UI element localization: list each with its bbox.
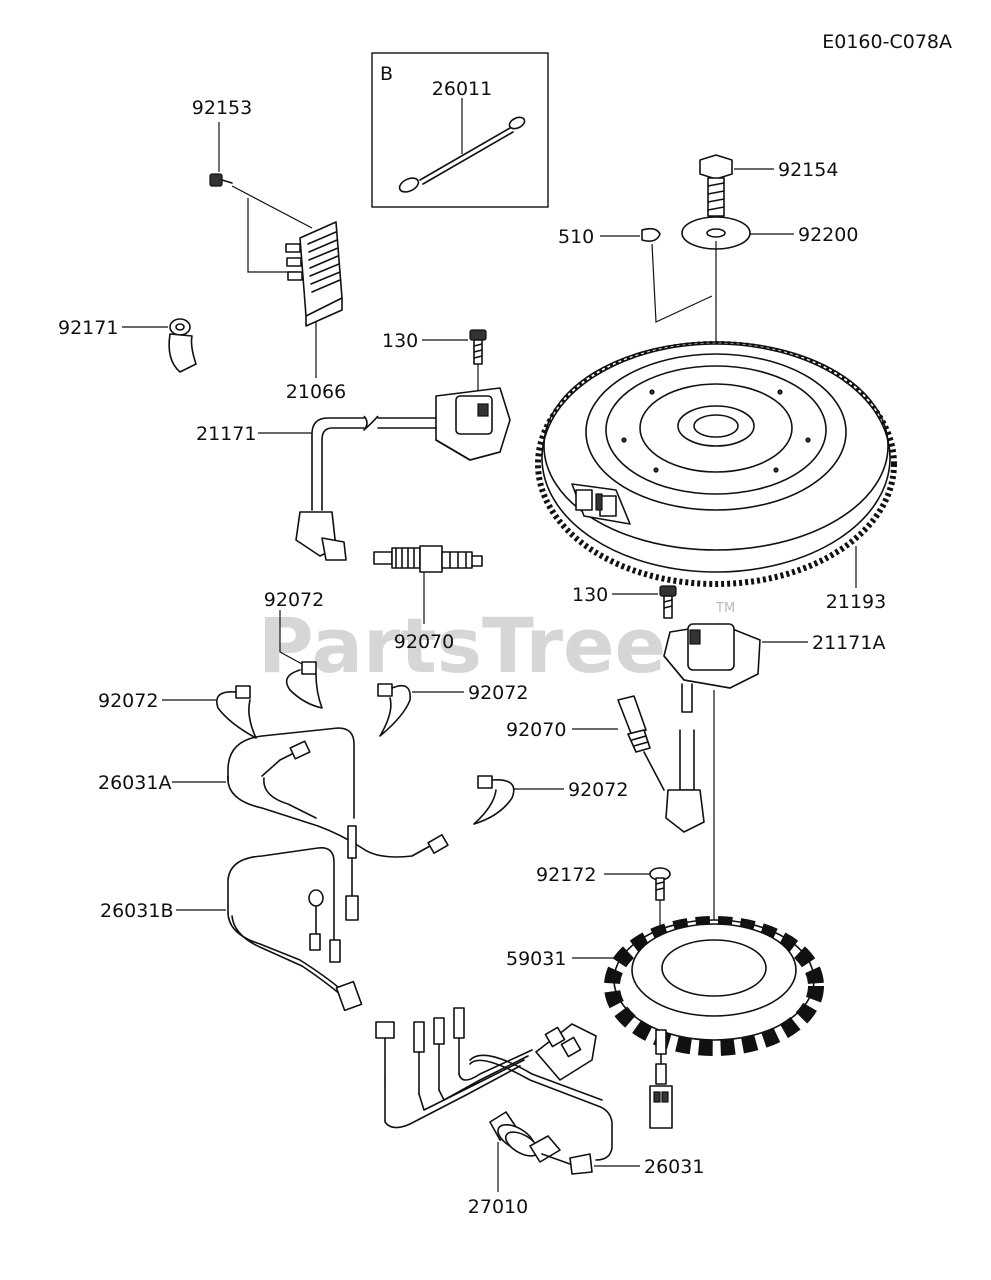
label-130-lower: 130 [572,584,608,606]
diagram-code: E0160-C078A [822,31,952,53]
label-92154: 92154 [778,159,838,181]
label-26011: 26011 [432,78,492,100]
part-92072-clamp-top[interactable] [285,661,323,709]
label-130-upper: 130 [382,330,418,352]
label-92072-right: 92072 [468,682,528,704]
part-92171-clip[interactable] [168,318,197,373]
part-92070-spark-plug-upper[interactable] [373,545,483,573]
label-92072-mid: 92072 [568,779,628,801]
label-92072-top: 92072 [264,589,324,611]
label-26031B: 26031B [100,900,173,922]
watermark: PartsTree [258,601,666,690]
label-21193: 21193 [826,591,886,613]
label-92072-left: 92072 [98,690,158,712]
label-92200: 92200 [798,224,858,246]
part-92172-screw[interactable] [649,867,671,901]
label-21066: 21066 [286,381,346,403]
part-26031A-harness[interactable] [227,727,449,921]
part-92070-spark-plug-lower[interactable] [617,695,665,791]
label-26031: 26031 [644,1156,704,1178]
label-21171A: 21171A [812,632,885,654]
label-92070-upper: 92070 [394,631,454,653]
part-510-key[interactable] [641,227,661,242]
label-21171: 21171 [196,423,256,445]
label-27010: 27010 [468,1196,528,1218]
watermark-tm: TM [715,601,735,616]
part-92154-bolt[interactable] [699,154,733,217]
part-92200-washer[interactable] [681,216,751,250]
part-92072-clamp-mid[interactable] [473,775,515,825]
label-92172: 92172 [536,864,596,886]
label-92070-lower: 92070 [506,719,566,741]
part-130-bolt-upper[interactable] [469,329,487,365]
part-21066-regulator[interactable] [285,221,343,327]
part-92072-clamp-left[interactable] [216,685,257,739]
label-92171: 92171 [58,317,118,339]
part-21171-ignition-coil[interactable] [295,387,511,561]
part-92153-screw[interactable] [209,173,233,187]
part-26031-main-harness[interactable] [375,1007,613,1175]
label-510: 510 [558,226,594,248]
part-26011-ground-wire[interactable] [397,115,526,195]
part-21193-flywheel[interactable] [535,341,897,587]
inset-label: B [380,63,393,85]
part-26031B-harness[interactable] [227,846,363,1012]
label-59031: 59031 [506,948,566,970]
part-21171A-ignition-coil[interactable] [663,623,761,833]
part-130-bolt-lower[interactable] [659,585,677,619]
part-92072-clamp-right[interactable] [377,683,411,737]
part-27010-oil-pressure-switch[interactable] [489,1111,571,1165]
inset-box-b: B 26011 [371,52,549,208]
label-92153: 92153 [192,97,252,119]
label-26031A: 26031A [98,772,171,794]
part-59031-stator[interactable] [604,916,824,1129]
